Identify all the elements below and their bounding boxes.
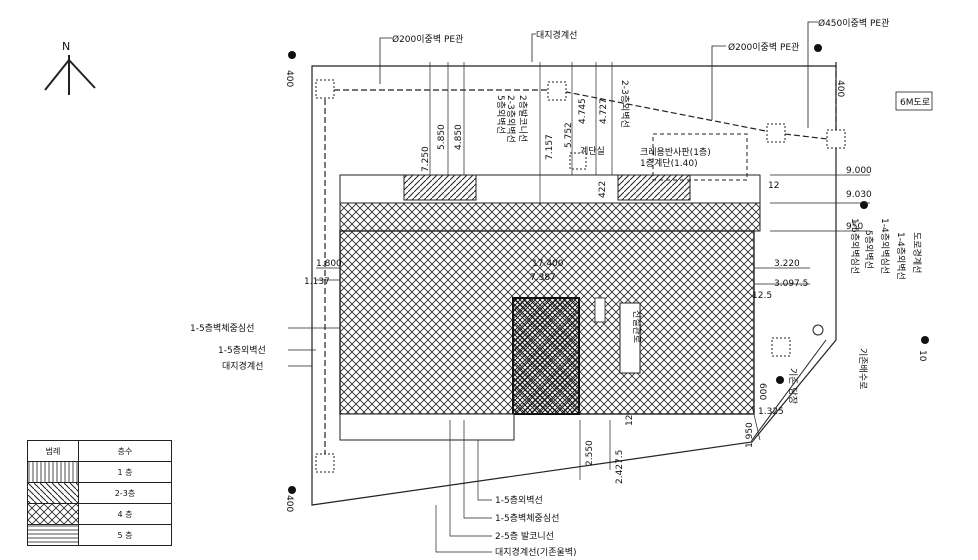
- left-label-1: 1-5층외벽선: [218, 344, 266, 356]
- left-label-2: 대지경계선: [222, 360, 263, 372]
- dim-5850: 5.850: [437, 124, 447, 150]
- left-label-0: 1-5층벽체중심선: [190, 323, 254, 334]
- legend-label-2-3f: 2-3층: [78, 482, 172, 504]
- label-right-b: 5층외벽선: [863, 230, 875, 269]
- sewer-label-box: [619, 302, 641, 374]
- road-label-box: [895, 91, 933, 111]
- label-right-e: 도로경계선: [911, 232, 923, 273]
- label-line-d: 2-3층외벽선: [619, 80, 631, 128]
- bottom-callouts: [435, 420, 492, 553]
- label-road: 6M도로: [900, 98, 930, 108]
- building-core: [512, 297, 580, 415]
- building-lower-step: [339, 413, 515, 441]
- dim-422: 422: [598, 181, 608, 198]
- label-line-b: 2-3층외벽선: [505, 95, 517, 143]
- site-boundary: [311, 65, 837, 506]
- building-upper-band: [339, 174, 761, 204]
- marker-400-a: 400: [284, 70, 294, 87]
- legend-label-5f: 5 층: [78, 524, 172, 546]
- dim-12: 12: [768, 181, 779, 191]
- dim-2427: 2.427.5: [615, 450, 625, 484]
- dim-4745: 4.745: [578, 98, 588, 124]
- dim-5752: 5.752: [564, 122, 574, 148]
- vent-box: [594, 297, 606, 323]
- label-line-a: 5층외벽선: [495, 95, 507, 134]
- dim-3220: 3.220: [774, 259, 800, 269]
- dim-3097: 3.097.5: [774, 279, 808, 289]
- legend-swatch-2-3f: [27, 482, 79, 504]
- label-pe-pipe-right: Ø450이중벽 PE관: [818, 18, 889, 29]
- duct-note: 크레용반사판(1층): [640, 147, 711, 158]
- north-label: N: [62, 40, 70, 53]
- manhole-icons: [315, 79, 846, 473]
- stair-note-2: 1층계단(1.40): [640, 157, 698, 169]
- legend-swatch-5f: [27, 524, 79, 546]
- legend-table: 범례 층수 1 층 2-3층 4 층 5 층: [27, 440, 172, 546]
- dim-125: 12.5: [752, 291, 772, 301]
- dim-1950: 1.950: [745, 422, 755, 448]
- legend-swatch-4f: [27, 503, 79, 525]
- label-right-f: 기존배수로: [857, 348, 868, 389]
- dim-4850: 4.850: [454, 124, 464, 150]
- label-right-a: 1-5층외벽심선: [849, 218, 861, 274]
- legend-header-left: 범례: [27, 440, 79, 462]
- bottom-label-3: 대지경계선(기존울벽): [495, 546, 577, 558]
- dim-1325: 1.325: [758, 407, 784, 417]
- sewer-note: 신설관로: [631, 310, 642, 343]
- marker-600: 600: [757, 383, 767, 400]
- dim-7250: 7.250: [421, 146, 431, 172]
- dim-12b: 12: [625, 415, 635, 426]
- marker-400-c: 400: [835, 80, 845, 97]
- dimension-lines: [288, 62, 870, 480]
- dim-1800: 1.800: [316, 259, 342, 269]
- dim-9030: 9.030: [846, 190, 872, 200]
- marker-10: 10: [917, 350, 927, 362]
- label-pe-pipe-left: Ø200이중벽 PE관: [392, 34, 463, 45]
- dim-9000: 9.000: [846, 166, 872, 176]
- legend-header-right: 층수: [78, 440, 172, 462]
- balcony-right: [617, 174, 691, 201]
- legend-label-4f: 4 층: [78, 503, 172, 525]
- dim-7157: 7.157: [545, 134, 555, 160]
- label-line-c: 2층발코니선: [517, 95, 528, 142]
- legend-label-1f: 1 층: [78, 461, 172, 483]
- pipe-network: [324, 60, 837, 465]
- building-5f-band: [339, 202, 761, 232]
- label-right-c: 1-4층외벽심선: [879, 218, 891, 274]
- label-site-boundary-top: 대지경계선: [536, 29, 577, 41]
- dim-17400: 17.400: [532, 259, 564, 269]
- label-right-bottom: 기존 담장: [787, 368, 799, 404]
- balcony-left: [403, 174, 477, 201]
- dim-1137: 1.137: [304, 277, 330, 287]
- dim-4727: 4.727: [599, 98, 609, 124]
- bottom-label-1: 1-5층벽체중심선: [495, 513, 559, 524]
- dim-950: 950: [846, 222, 863, 232]
- top-callouts: [379, 21, 818, 128]
- tree-icon: [812, 324, 824, 336]
- label-right-d: 1-4층외벽선: [895, 232, 907, 280]
- bottom-label-2: 2-5층 발코니선: [495, 531, 554, 542]
- marker-400-b: 400: [284, 495, 294, 512]
- dim-7387: 7.387: [530, 273, 556, 283]
- existing-wall-line: [751, 339, 827, 441]
- label-pe-pipe-mid: Ø200이중벽 PE관: [728, 42, 799, 53]
- dim-2550: 2.550: [585, 440, 595, 466]
- north-arrow-icon: N: [44, 40, 96, 95]
- bottom-label-0: 1-5층외벽선: [495, 494, 543, 506]
- legend-swatch-1f: [27, 461, 79, 483]
